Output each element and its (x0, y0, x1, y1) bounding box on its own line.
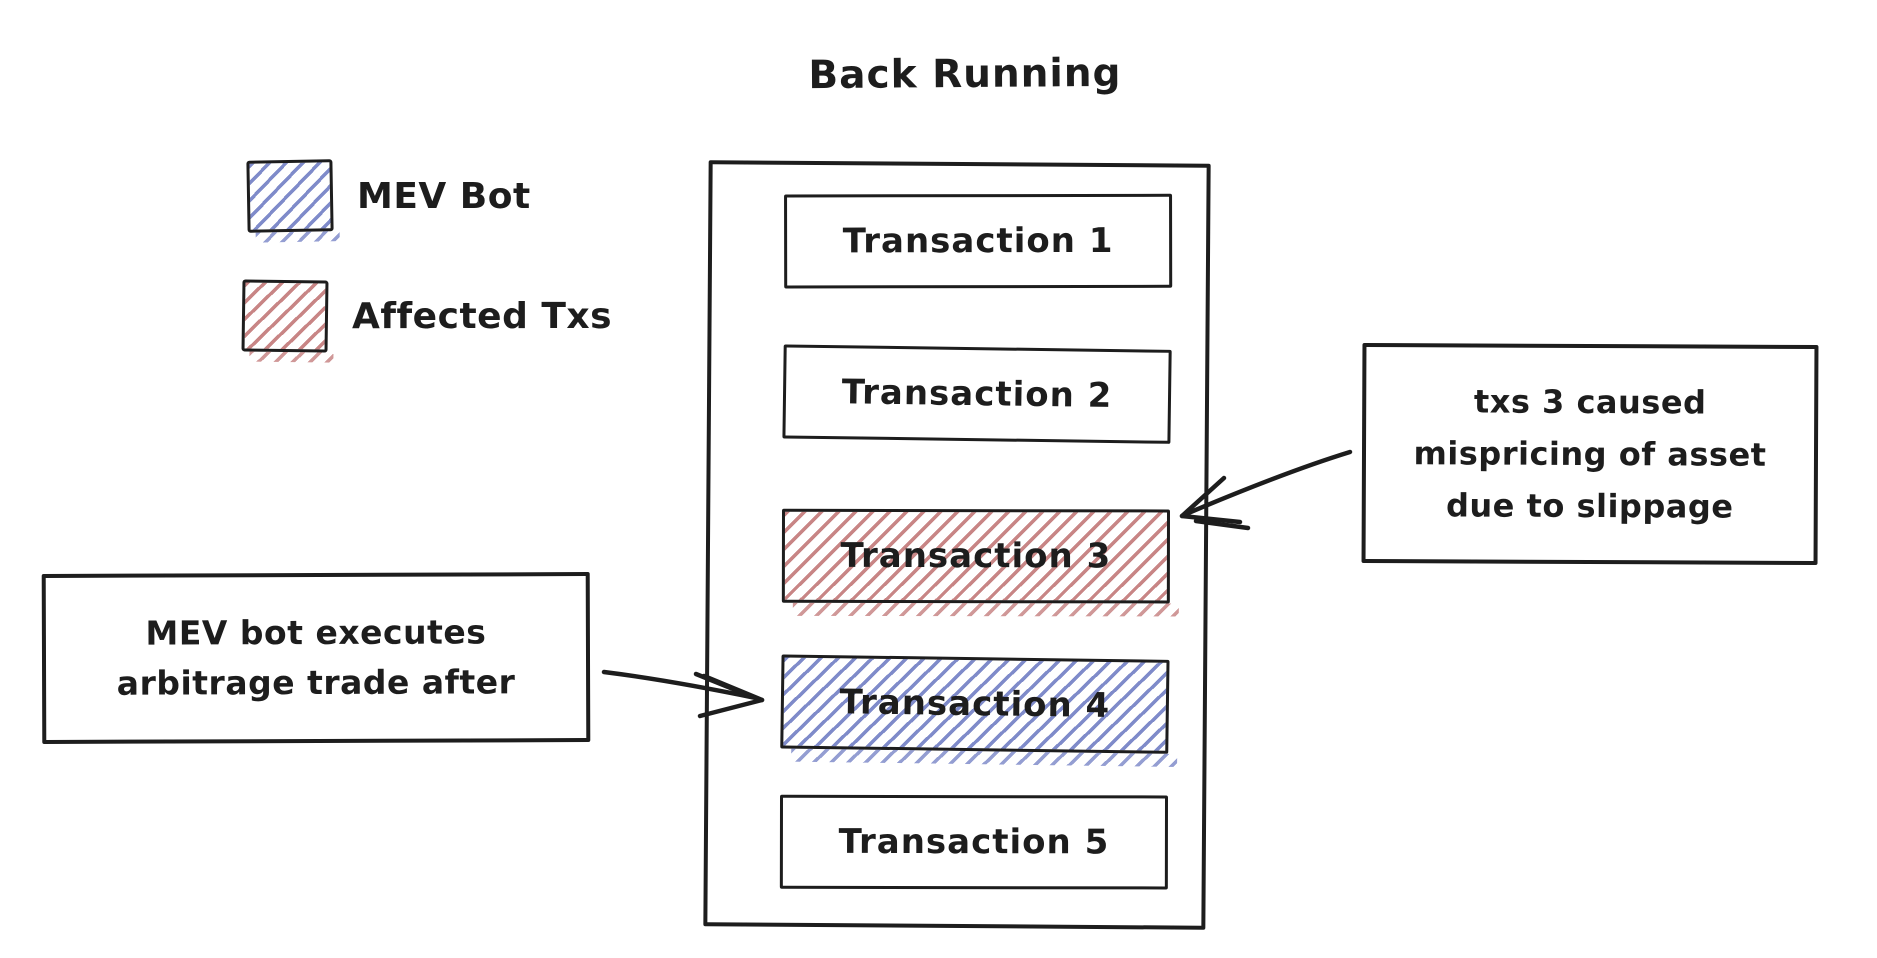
legend-label-mev-bot: MEV Bot (357, 175, 531, 217)
transaction-label: Transaction 1 (842, 220, 1114, 262)
right-note-line: txs 3 caused (1473, 382, 1707, 422)
transaction-box-3: Transaction 3 (781, 508, 1171, 604)
legend-item-affected-txs: Affected Txs (241, 279, 613, 353)
transaction-label: Transaction 5 (838, 821, 1110, 863)
transaction-box-1: Transaction 1 (784, 193, 1173, 289)
right-note-line: due to slippage (1445, 486, 1734, 526)
left-note: MEV bot executes arbitrage trade after (41, 572, 591, 744)
transaction-box-4: Transaction 4 (780, 654, 1170, 754)
transaction-box-5: Transaction 5 (779, 794, 1169, 890)
transaction-box-2: Transaction 2 (782, 344, 1172, 444)
right-note-line: mispricing of asset (1413, 434, 1767, 474)
mev-bot-swatch-icon (246, 159, 334, 233)
affected-txs-swatch-icon (241, 279, 329, 353)
transaction-label: Transaction 3 (840, 535, 1112, 577)
right-note: txs 3 caused mispricing of asset due to … (1361, 343, 1819, 565)
left-note-line: arbitrage trade after (116, 662, 516, 703)
left-note-line: MEV bot executes (145, 612, 487, 653)
transaction-label: Transaction 2 (841, 372, 1113, 417)
legend-label-affected-txs: Affected Txs (352, 295, 613, 337)
diagram-title: Back Running (808, 50, 1122, 99)
block-container: Transaction 1 Transaction 2 Transaction … (703, 160, 1211, 930)
legend-item-mev-bot: MEV Bot (246, 159, 531, 233)
transaction-label: Transaction 4 (839, 682, 1111, 727)
